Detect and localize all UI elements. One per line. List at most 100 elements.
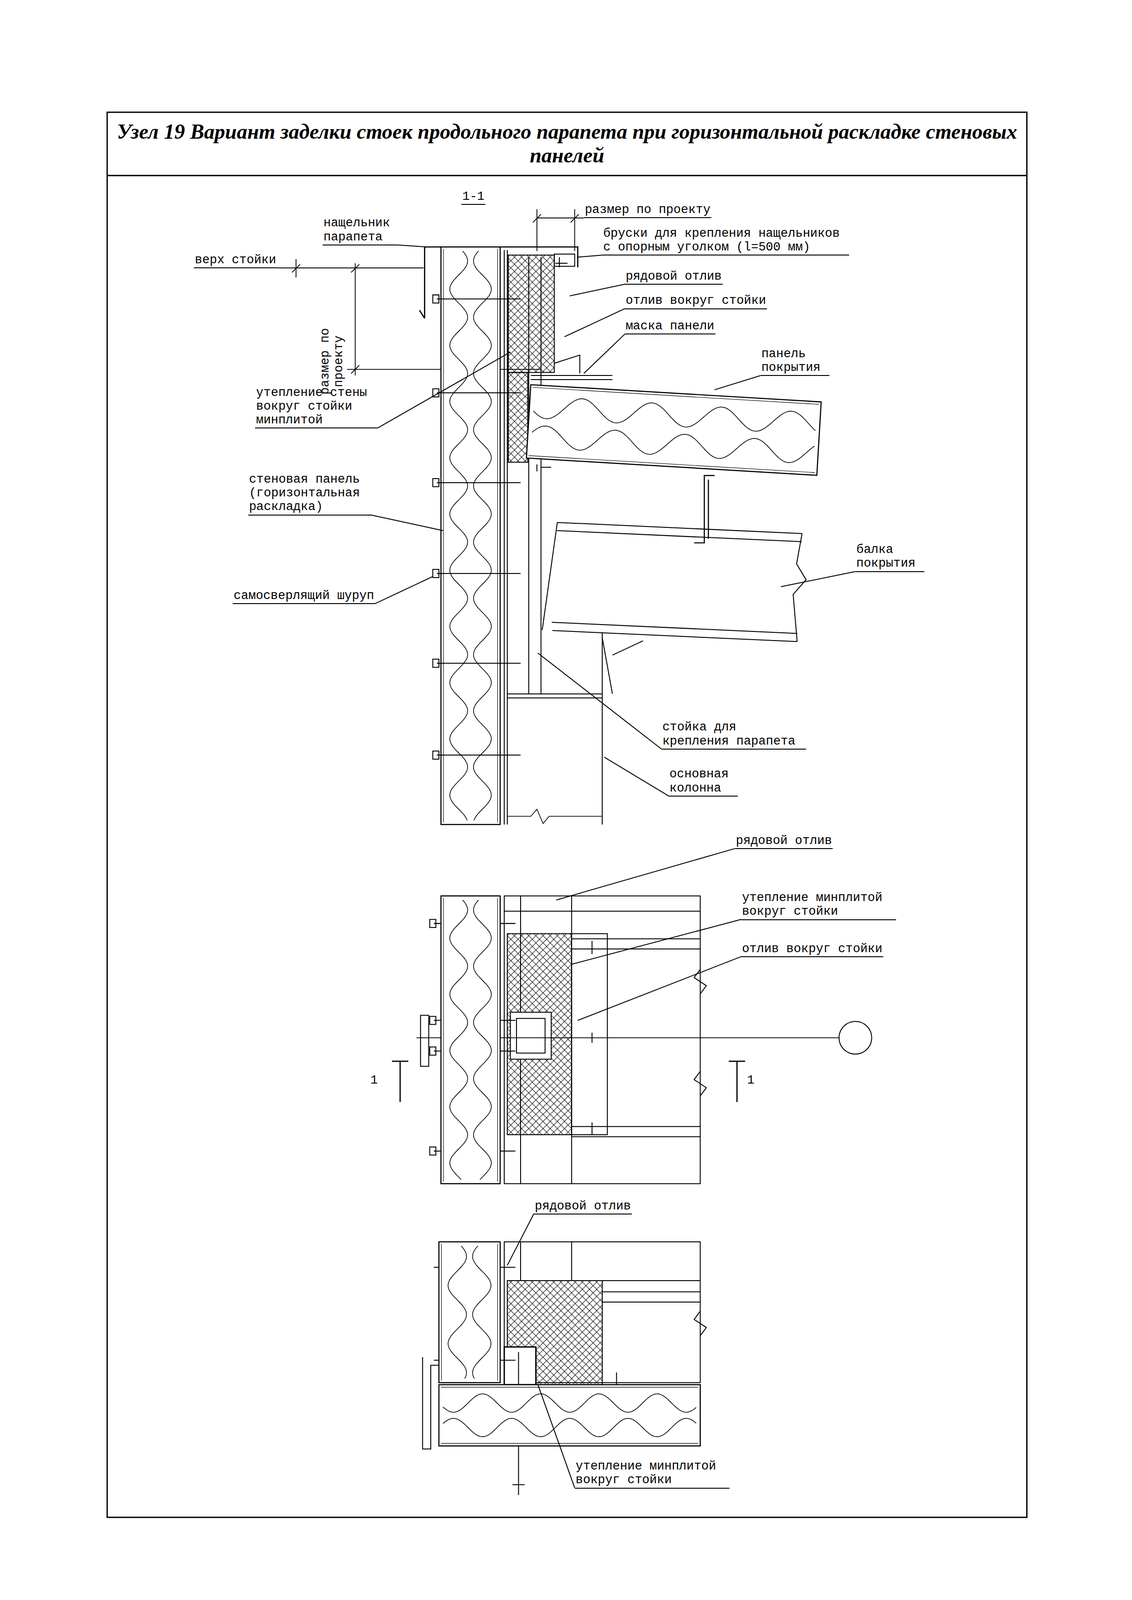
panel-skin-line xyxy=(504,250,508,825)
panel-skin xyxy=(528,387,820,473)
leader-line xyxy=(537,652,662,749)
callout-label: рядовой отлив xyxy=(533,1199,632,1215)
leader-line xyxy=(537,1384,575,1488)
level-label: верх стойки xyxy=(193,253,277,269)
mineral-wool xyxy=(507,933,572,1135)
plan-view-corner xyxy=(422,1241,707,1496)
break-line xyxy=(507,809,603,824)
panel-skin xyxy=(441,1243,498,1381)
leader-line xyxy=(377,352,511,429)
leader-line xyxy=(569,284,625,297)
sheet-frame xyxy=(107,112,1028,1518)
leader-lines xyxy=(276,218,856,1488)
panel-insulation xyxy=(531,396,817,465)
section-mark-number: 1 xyxy=(745,1073,756,1088)
break-line xyxy=(693,1311,707,1336)
structure-outline xyxy=(504,896,701,1185)
drawing-title: Узел 19 Вариант заделки стоек продольног… xyxy=(112,113,1022,175)
callout-label: стойка для крепления парапета xyxy=(661,720,807,750)
panel-insulation xyxy=(443,1393,697,1437)
callout-label: нащельник парапета xyxy=(322,216,398,246)
leader-line xyxy=(577,255,603,257)
self-drilling-screw xyxy=(432,659,521,668)
panel-outline xyxy=(438,1384,701,1446)
leader-line xyxy=(714,375,761,390)
callout-label: балка покрытия xyxy=(855,542,925,572)
roof-beam xyxy=(542,521,809,642)
panel-insulation xyxy=(449,900,492,1180)
fixing-plate xyxy=(420,1015,429,1067)
panel-skin xyxy=(443,249,498,823)
mineral-wool xyxy=(508,372,528,463)
self-drilling-screw xyxy=(432,388,521,397)
structure-line xyxy=(520,1241,701,1303)
leader-line xyxy=(577,956,741,1021)
wall-panel xyxy=(440,246,501,825)
post-section xyxy=(510,1012,552,1060)
panel-insulation xyxy=(448,1246,491,1379)
flashing xyxy=(530,354,613,380)
leader-line xyxy=(780,571,856,587)
break-line xyxy=(693,969,707,1096)
mineral-wool xyxy=(508,255,555,373)
plan-view xyxy=(391,896,872,1185)
panel-insulation xyxy=(449,250,492,821)
callout-label: утепление минплитой вокруг стойки xyxy=(574,1459,731,1489)
leader-line xyxy=(564,308,625,337)
corner-bracket xyxy=(422,1357,439,1450)
wall-panel xyxy=(440,896,501,1185)
panel-outline xyxy=(438,1241,501,1383)
column xyxy=(507,632,603,825)
leader-line xyxy=(537,217,585,219)
callout-label: панель покрытия xyxy=(760,347,830,376)
panel-skin xyxy=(443,897,498,1182)
panel-skin xyxy=(440,1387,699,1444)
section-mark-number: 1 xyxy=(369,1073,379,1088)
screw xyxy=(537,464,552,472)
z-purlin xyxy=(693,475,715,543)
grid-axis-bubble xyxy=(839,1021,872,1055)
post-section xyxy=(516,1018,546,1054)
parapet-post xyxy=(528,257,542,694)
title-band-line xyxy=(107,174,1028,177)
leader-line xyxy=(397,245,427,247)
callout-label: рядовой отлив xyxy=(624,269,723,285)
callout-label: самосверлящий шуруп xyxy=(232,589,376,605)
roof-panel xyxy=(526,384,822,476)
callout-label: рядовой отлив xyxy=(735,834,834,850)
dimension-line xyxy=(532,209,580,252)
panel-outline xyxy=(526,384,822,476)
callout-label: отлив вокруг стойки xyxy=(740,942,884,958)
callout-label: отлив вокруг стойки xyxy=(624,293,767,309)
leader-line xyxy=(375,576,433,604)
section-title: 1-1 xyxy=(461,189,486,205)
self-drilling-screw xyxy=(432,478,521,487)
post-section xyxy=(504,1346,536,1385)
wall-panel xyxy=(438,1384,701,1446)
leader-line xyxy=(556,848,735,901)
screws xyxy=(432,294,521,760)
section-1-1 xyxy=(292,209,809,825)
callout-label: основная колонна xyxy=(668,767,738,797)
break-line xyxy=(791,533,809,642)
callout-label: бруски для крепления нащельников с опорн… xyxy=(602,226,850,256)
beam-outline xyxy=(542,521,802,642)
callout-label: утепление стены вокруг стойки минплитой xyxy=(255,386,378,429)
bracket xyxy=(602,637,643,694)
leader-line xyxy=(584,334,625,374)
leader-line xyxy=(370,515,444,531)
wall-panel xyxy=(438,1241,501,1383)
dimension-label: размер по проекту xyxy=(584,203,712,219)
leader-line xyxy=(507,1214,534,1266)
callout-label: маска панели xyxy=(624,319,715,335)
fixing-bar xyxy=(554,254,575,267)
leader-line xyxy=(604,757,669,797)
panel-outline xyxy=(440,246,501,825)
self-drilling-screw xyxy=(432,294,521,303)
self-drilling-screw xyxy=(432,751,521,760)
post-casing xyxy=(571,933,608,1135)
self-drilling-screw xyxy=(432,569,521,578)
